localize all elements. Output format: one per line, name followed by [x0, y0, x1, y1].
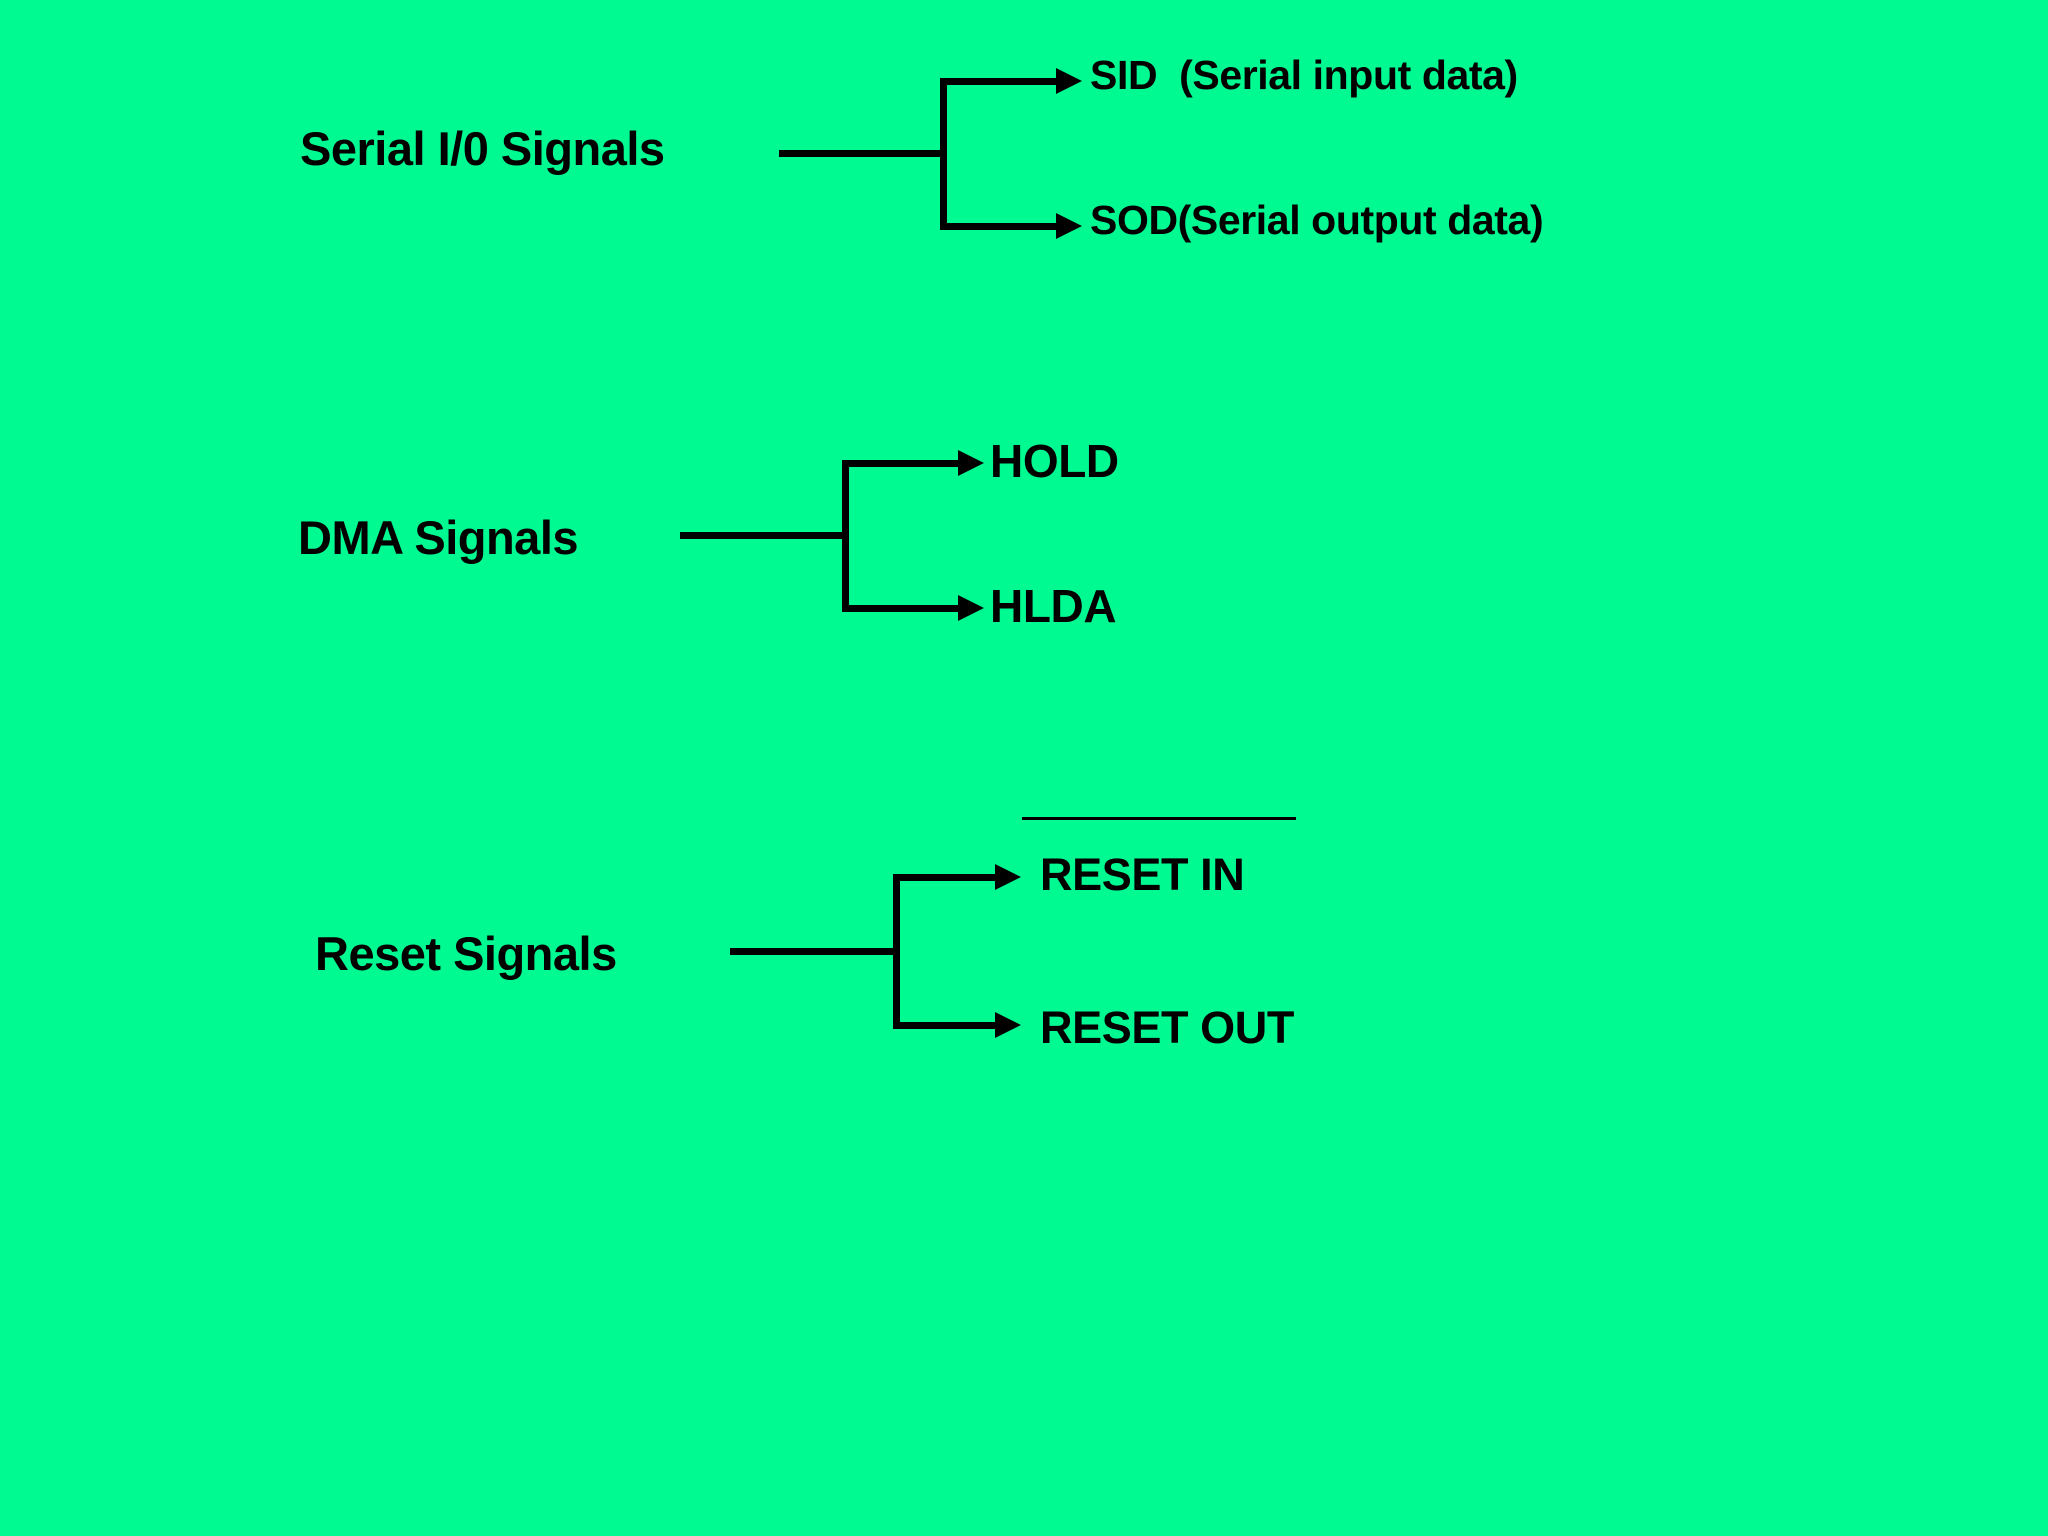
bracket-arm-upper — [940, 78, 1066, 85]
bracket-arm-lower — [842, 605, 968, 612]
branch-label-hlda: HLDA — [990, 580, 1117, 632]
group-dma: DMA Signals HOLD HLDA — [0, 420, 2048, 650]
arrowhead-lower — [995, 1012, 1021, 1038]
bracket-trunk — [779, 150, 943, 157]
bracket-arm-upper — [842, 460, 968, 467]
branch-label-sid: SID (Serial input data) — [1090, 52, 1518, 98]
bracket-arm-lower — [893, 1022, 1003, 1029]
overbar-reset-in — [1022, 817, 1296, 820]
group-serial-io: Serial I/0 Signals SID (Serial input dat… — [0, 0, 2048, 260]
group-reset: Reset Signals RESET IN RESET OUT — [0, 790, 2048, 1050]
branch-label-hold: HOLD — [990, 435, 1119, 487]
bracket-spine — [893, 874, 900, 1029]
branch-label-sod: SOD(Serial output data) — [1090, 197, 1544, 243]
group-label-dma: DMA Signals — [298, 511, 579, 564]
arrowhead-lower — [1056, 213, 1082, 239]
bracket-trunk — [680, 532, 845, 539]
bracket-trunk — [730, 948, 895, 955]
branch-label-reset-in: RESET IN — [1040, 849, 1245, 900]
group-label-reset: Reset Signals — [315, 927, 617, 980]
branch-label-reset-out: RESET OUT — [1040, 1002, 1294, 1053]
bracket-arm-lower — [940, 223, 1066, 230]
group-label-serial-io: Serial I/0 Signals — [300, 122, 665, 175]
bracket-arm-upper — [893, 874, 1003, 881]
arrowhead-lower — [958, 595, 984, 621]
arrowhead-upper — [1056, 68, 1082, 94]
bracket-spine — [940, 78, 947, 230]
arrowhead-upper — [995, 864, 1021, 890]
arrowhead-upper — [958, 450, 984, 476]
bracket-spine — [842, 460, 849, 612]
